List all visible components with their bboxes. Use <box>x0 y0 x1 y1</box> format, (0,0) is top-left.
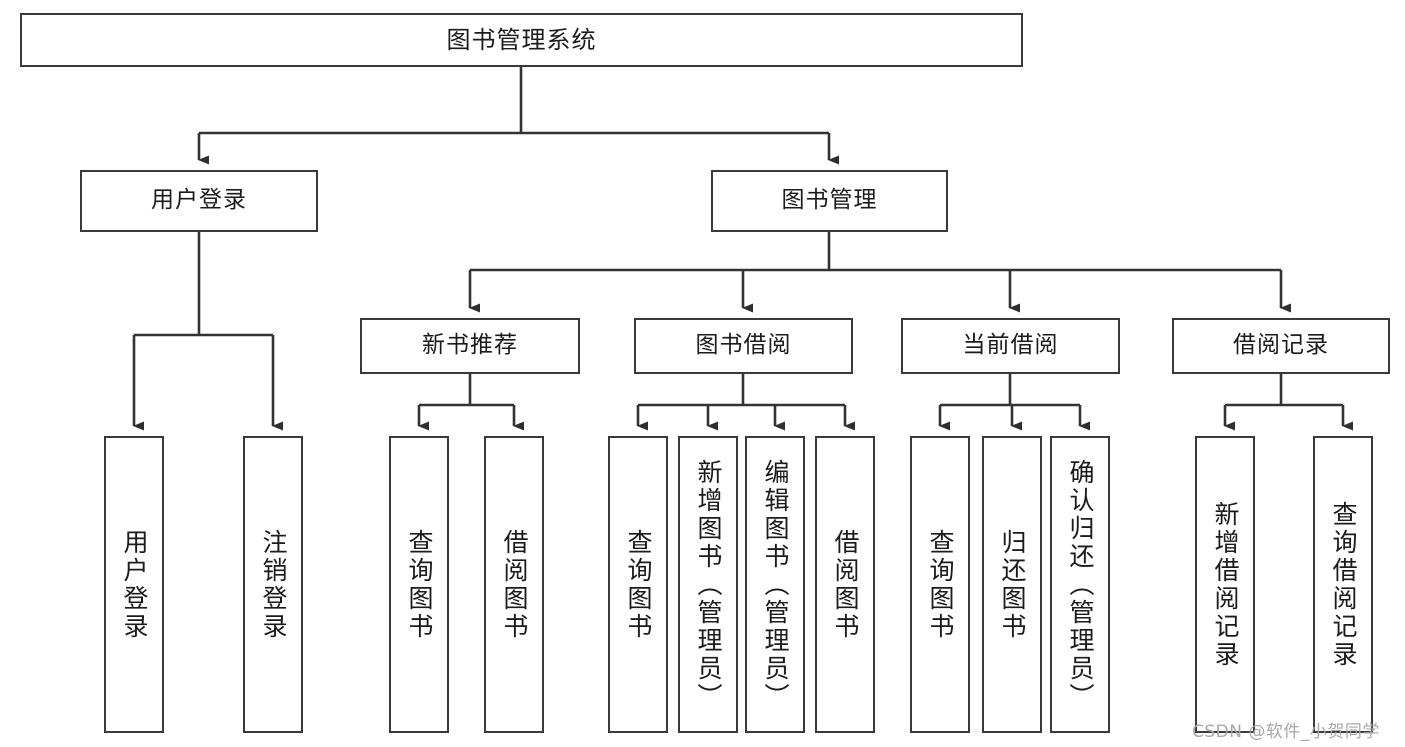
leaf-query-book-current-label: 查询图书 <box>926 528 955 641</box>
leaf-confirm-return-admin[interactable]: 确认归还（管理员） <box>1050 436 1110 733</box>
leaf-borrow-book-recommend[interactable]: 借阅图书 <box>484 436 544 733</box>
leaf-add-borrow-record[interactable]: 新增借阅记录 <box>1195 436 1255 733</box>
node-book-management[interactable]: 图书管理 <box>711 170 948 232</box>
leaf-return-book-label: 归还图书 <box>998 528 1027 641</box>
node-user-login-label: 用户登录 <box>151 187 247 214</box>
node-current-borrow[interactable]: 当前借阅 <box>901 318 1120 374</box>
leaf-logout[interactable]: 注销登录 <box>243 436 303 733</box>
leaf-query-borrow-record[interactable]: 查询借阅记录 <box>1313 436 1373 733</box>
leaf-borrow-book-label: 借阅图书 <box>831 528 860 641</box>
watermark: CSDN @软件_小贺同学 <box>1192 722 1380 742</box>
leaf-return-book[interactable]: 归还图书 <box>982 436 1042 733</box>
leaf-add-borrow-record-label: 新增借阅记录 <box>1211 500 1240 669</box>
leaf-edit-book-admin-label: 编辑图书（管理员） <box>761 458 790 711</box>
node-borrow-record-label: 借阅记录 <box>1233 332 1329 359</box>
node-user-login[interactable]: 用户登录 <box>80 170 318 232</box>
node-root[interactable]: 图书管理系统 <box>20 13 1023 67</box>
node-new-book-recommend[interactable]: 新书推荐 <box>360 318 580 374</box>
leaf-query-book-borrow[interactable]: 查询图书 <box>608 436 668 733</box>
leaf-query-book-borrow-label: 查询图书 <box>624 528 653 641</box>
leaf-borrow-book[interactable]: 借阅图书 <box>815 436 875 733</box>
node-book-borrow[interactable]: 图书借阅 <box>634 318 853 374</box>
leaf-user-login[interactable]: 用户登录 <box>104 436 164 733</box>
node-book-management-label: 图书管理 <box>781 187 878 214</box>
leaf-add-book-admin-label: 新增图书（管理员） <box>694 458 723 711</box>
leaf-query-book-recommend[interactable]: 查询图书 <box>389 436 449 733</box>
leaf-query-borrow-record-label: 查询借阅记录 <box>1329 500 1358 669</box>
node-root-label: 图书管理系统 <box>446 25 597 54</box>
leaf-borrow-book-recommend-label: 借阅图书 <box>500 528 529 641</box>
leaf-confirm-return-admin-label: 确认归还（管理员） <box>1066 458 1095 711</box>
leaf-edit-book-admin[interactable]: 编辑图书（管理员） <box>745 436 805 733</box>
leaf-user-login-label: 用户登录 <box>120 528 149 641</box>
node-book-borrow-label: 图书借阅 <box>695 332 792 359</box>
leaf-query-book-current[interactable]: 查询图书 <box>910 436 970 733</box>
node-new-book-recommend-label: 新书推荐 <box>422 332 518 359</box>
leaf-logout-label: 注销登录 <box>259 528 288 641</box>
node-borrow-record[interactable]: 借阅记录 <box>1172 318 1390 374</box>
leaf-add-book-admin[interactable]: 新增图书（管理员） <box>678 436 738 733</box>
leaf-query-book-recommend-label: 查询图书 <box>405 528 434 641</box>
node-current-borrow-label: 当前借阅 <box>962 332 1059 359</box>
